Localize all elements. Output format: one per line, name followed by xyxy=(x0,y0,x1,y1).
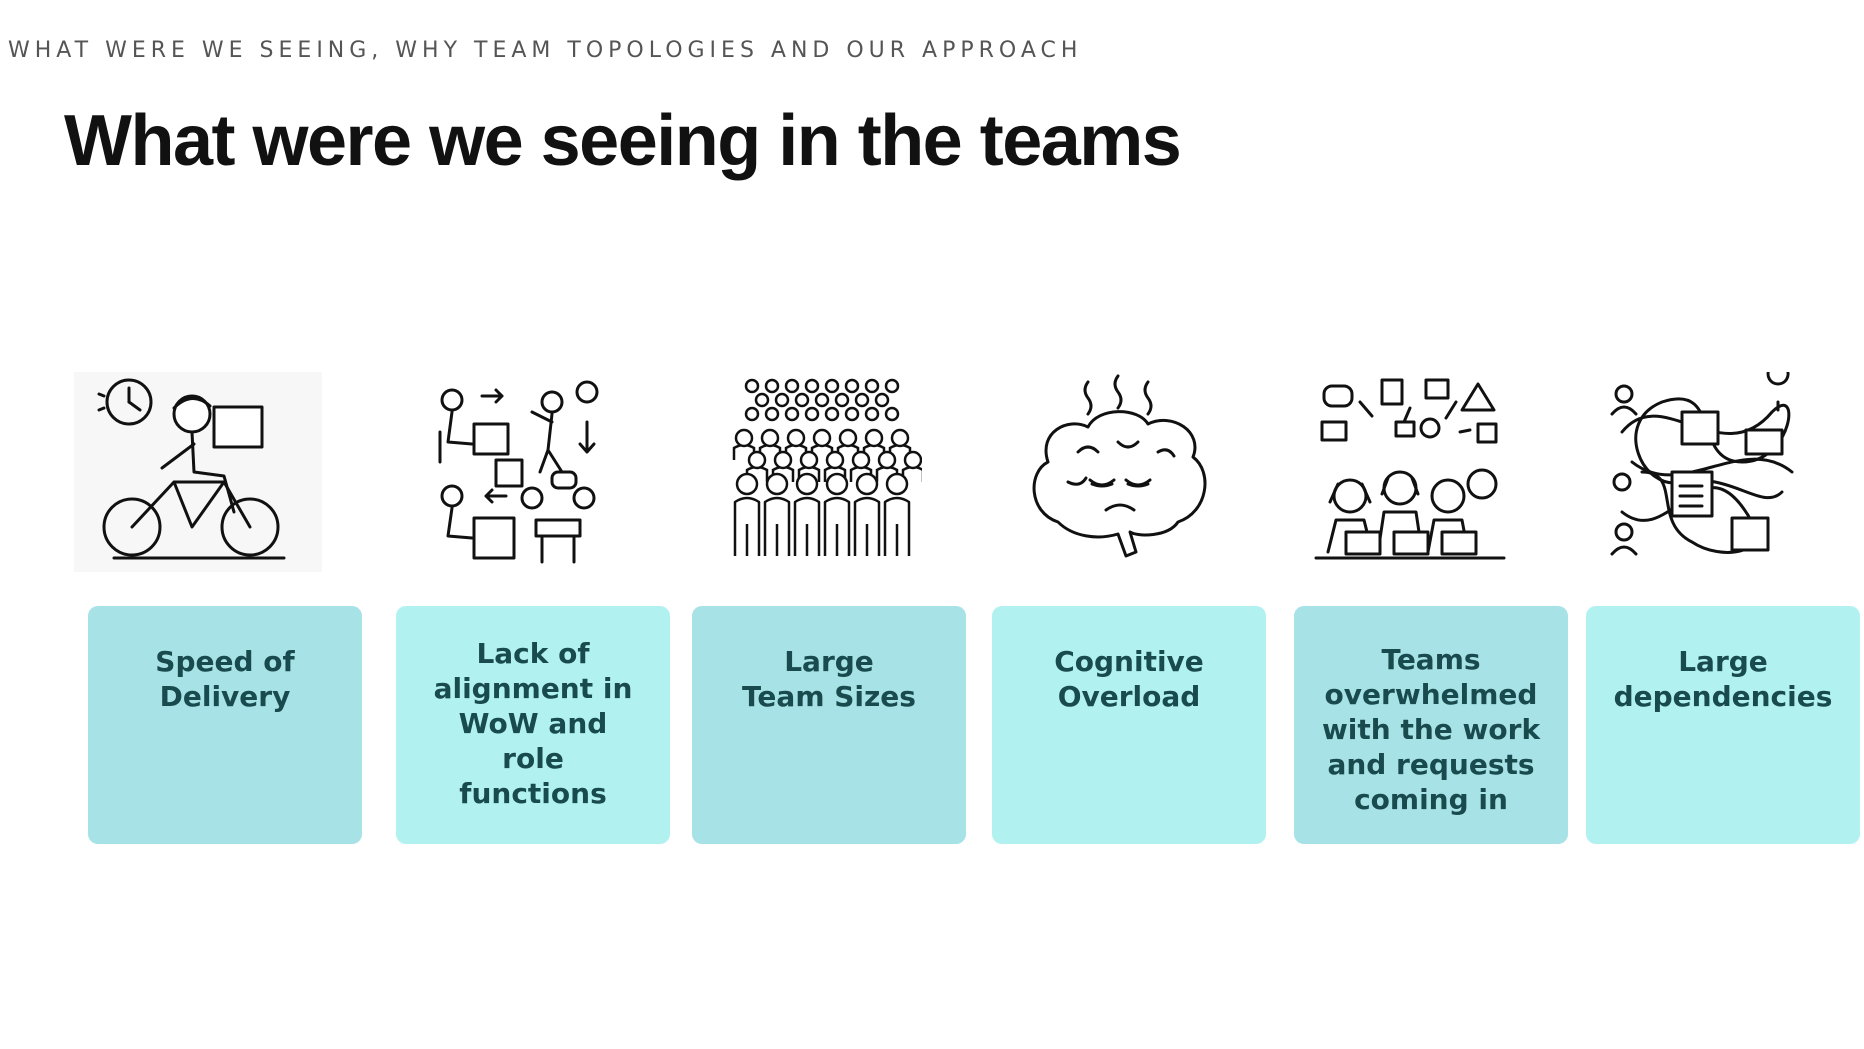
card-lack-of-alignment: Lack of alignment in WoW and role functi… xyxy=(396,606,670,844)
card-label: Cognitive Overload xyxy=(1054,645,1204,713)
card-large-dependencies: Large dependencies xyxy=(1586,606,1860,844)
card-label: Large Team Sizes xyxy=(742,645,916,713)
card-cognitive-overload: Cognitive Overload xyxy=(992,606,1266,844)
card-label: Large dependencies xyxy=(1613,645,1833,713)
tangled-dependencies-icon xyxy=(1602,372,1802,572)
cyclist-delivery-icon xyxy=(74,372,322,572)
card-label: Speed of Delivery xyxy=(155,645,295,713)
card-label: Teams overwhelmed with the work and requ… xyxy=(1321,643,1541,816)
card-speed-of-delivery: Speed of Delivery xyxy=(88,606,362,844)
tired-brain-icon xyxy=(1018,372,1218,572)
misaligned-workers-icon xyxy=(412,372,612,572)
card-label: Lack of alignment in WoW and role functi… xyxy=(433,637,633,810)
card-large-team-sizes: Large Team Sizes xyxy=(692,606,966,844)
crowd-icon xyxy=(722,372,922,572)
overwhelmed-team-icon xyxy=(1310,372,1510,572)
card-teams-overwhelmed: Teams overwhelmed with the work and requ… xyxy=(1294,606,1568,844)
section-kicker: WHAT WERE WE SEEING, WHY TEAM TOPOLOGIES… xyxy=(8,38,1083,63)
page-title: What were we seeing in the teams xyxy=(64,101,1182,181)
